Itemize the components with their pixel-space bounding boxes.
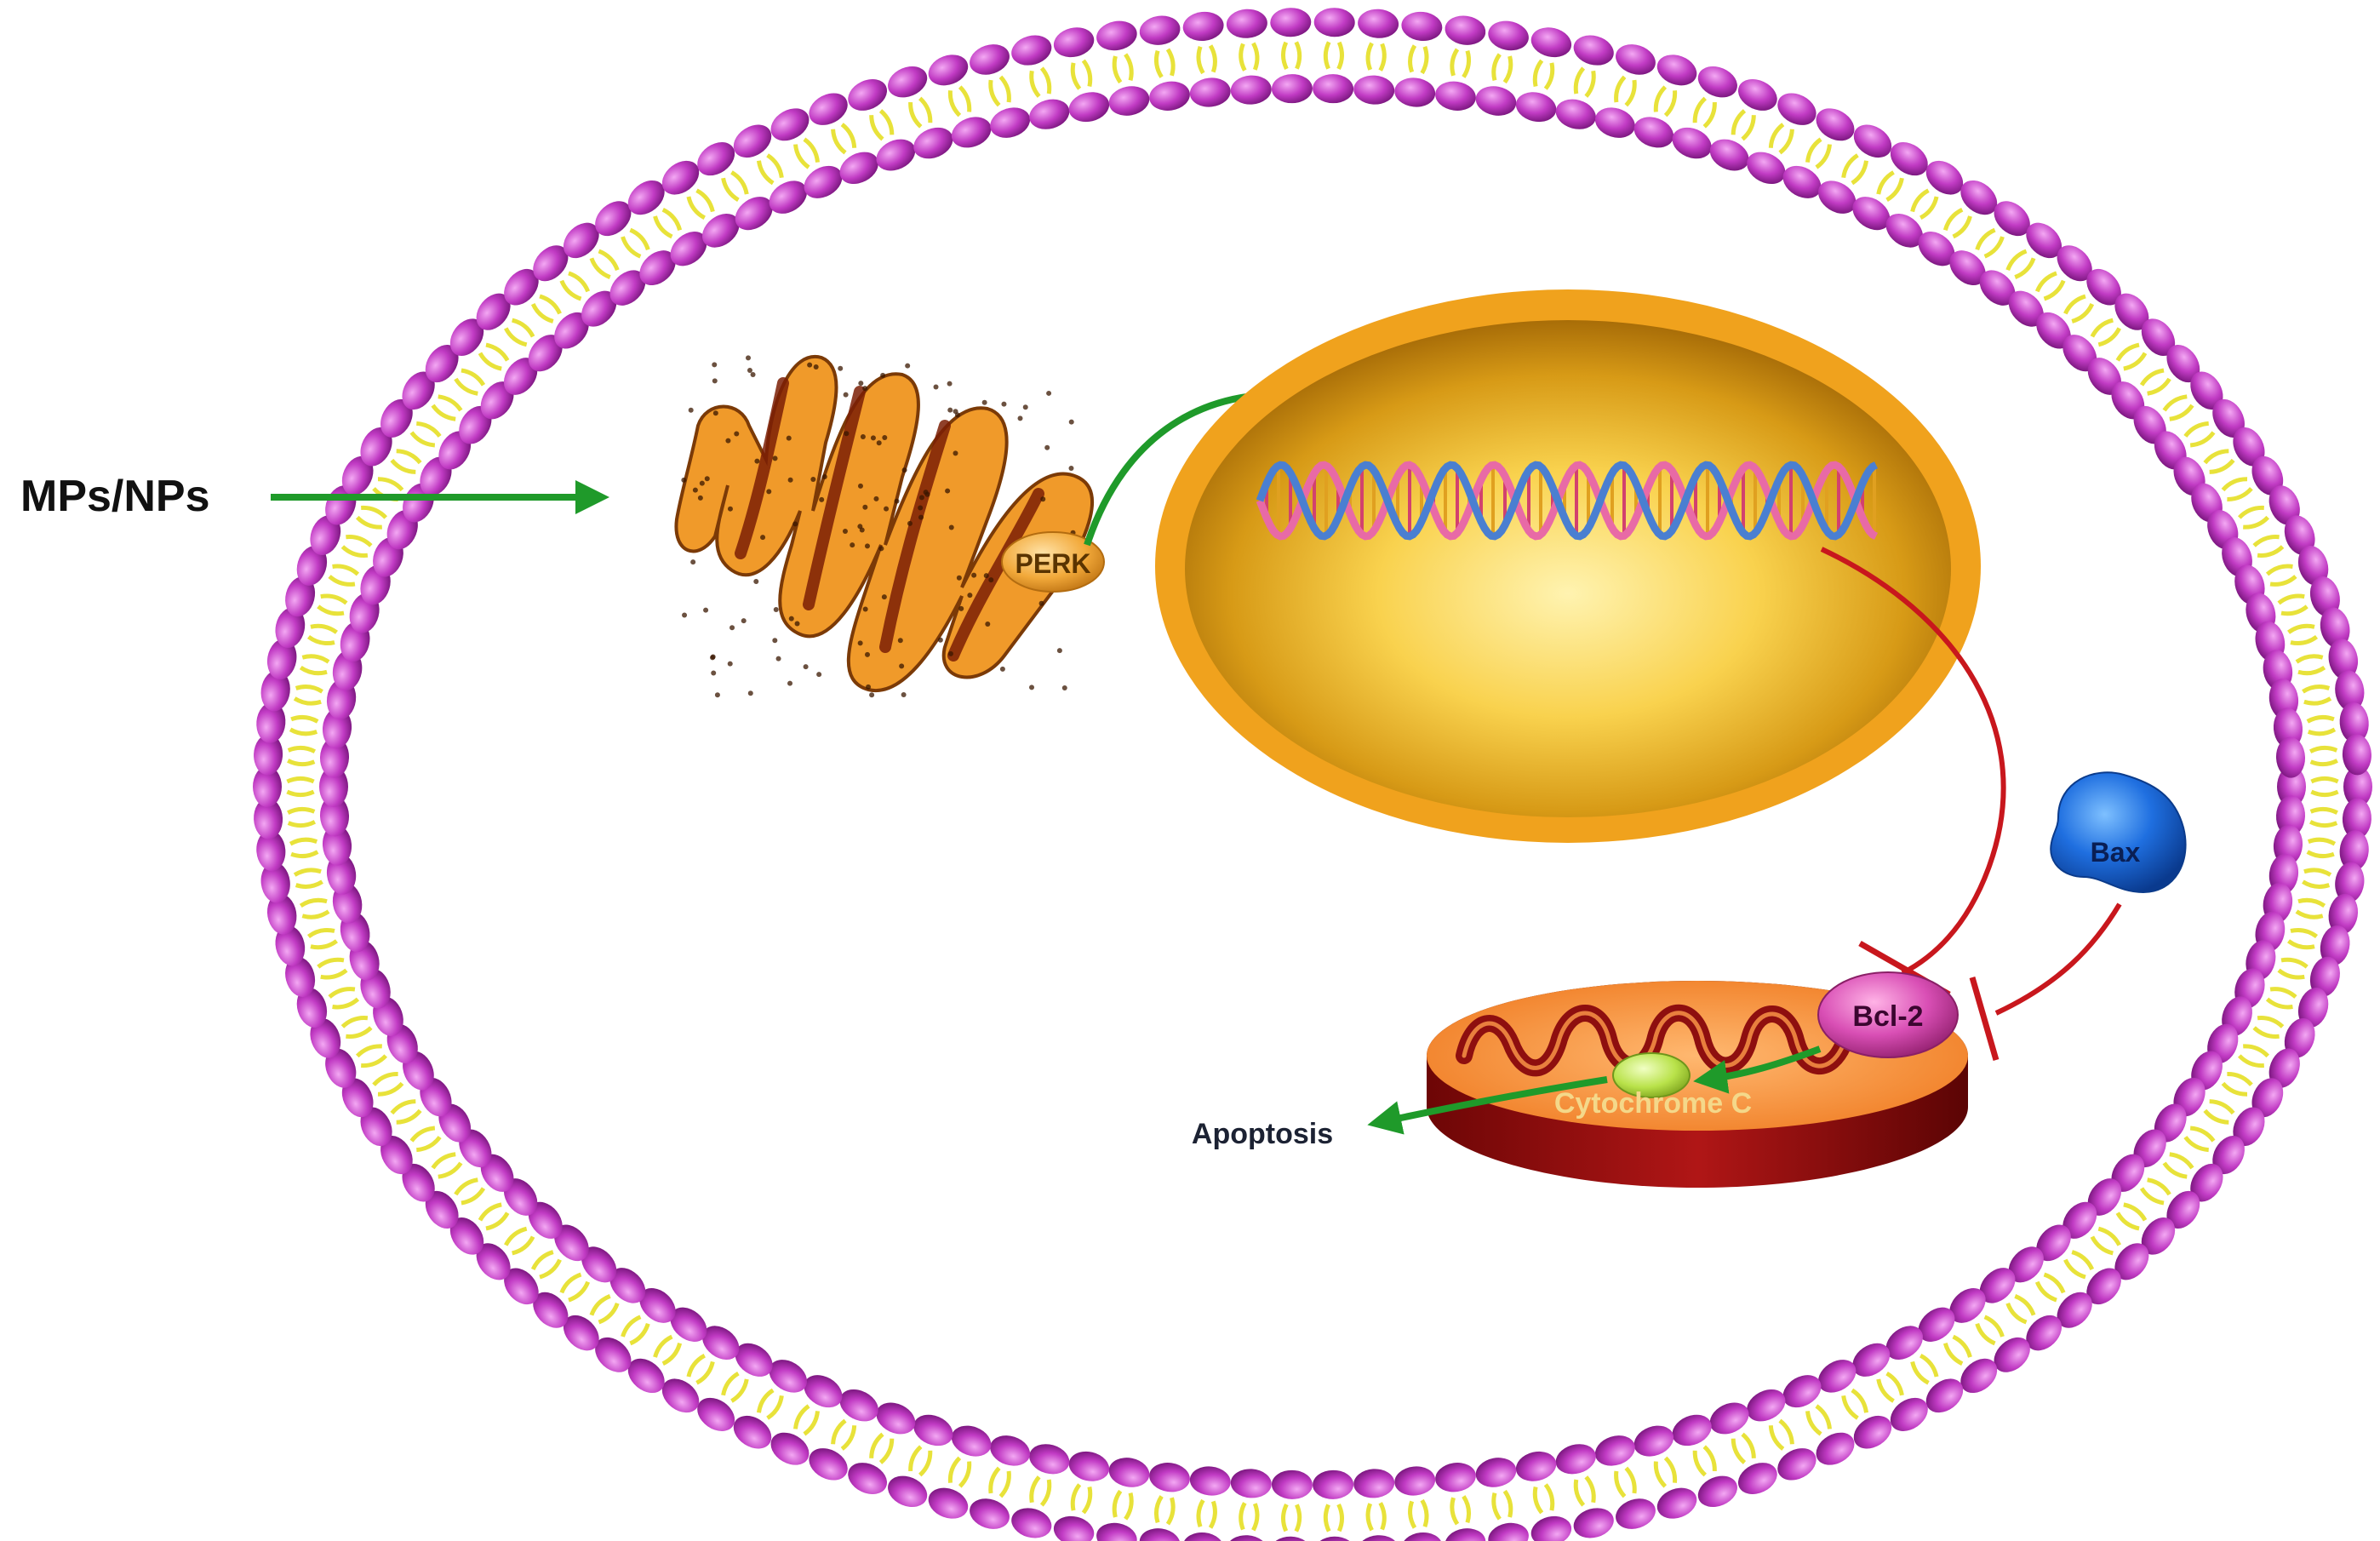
nucleus-to-bcl2-inhibition <box>1820 547 2006 976</box>
bcl2-label: Bcl-2 <box>1852 1000 1923 1033</box>
lipid-tails <box>286 41 2339 1532</box>
bax-inhibition-bar <box>1969 977 2000 1061</box>
lipid-heads <box>253 8 2372 1541</box>
mps-nps-label: MPs/NPs <box>20 472 210 521</box>
apoptosis-label: Apoptosis <box>1192 1118 1333 1150</box>
perk-protein: PERK <box>1001 531 1105 593</box>
nucleus-icon <box>1155 289 1981 843</box>
bcl2-protein: Bcl-2 <box>1817 971 1959 1058</box>
cytochrome-c: Cytochrome C <box>1554 1052 1752 1120</box>
cytochrome-to-apoptosis-arrow <box>1367 1076 1608 1135</box>
lipid-bilayer-icon <box>253 8 2372 1541</box>
bax-label: Bax <box>2091 837 2141 868</box>
perk-label: PERK <box>1016 548 1091 579</box>
bax-to-bcl2-inhibition <box>1994 902 2122 1016</box>
bcl2-to-cytochrome-arrow <box>1693 1045 1822 1094</box>
mitochondrion-cristae <box>1456 1004 1851 1077</box>
endoplasmic-reticulum-icon <box>674 354 1094 698</box>
bax-protein: Bax <box>2050 771 2187 894</box>
cytochrome-c-label: Cytochrome C <box>1554 1087 1752 1120</box>
dna-helix-icon <box>1256 461 1879 541</box>
